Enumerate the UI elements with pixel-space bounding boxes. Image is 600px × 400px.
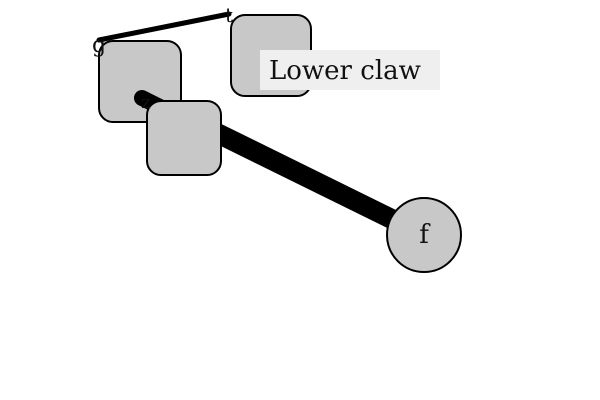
joint-mark-middle: z — [141, 92, 150, 113]
upper-link — [96, 11, 232, 43]
end-node-label: f — [419, 220, 431, 250]
caption-label: Lower claw — [260, 50, 440, 90]
joint-mark-right: t — [225, 3, 233, 27]
end-node[interactable] — [386, 197, 462, 273]
caption-text: Lower claw — [269, 56, 421, 86]
middle-box[interactable] — [146, 100, 222, 176]
joint-mark-left: g — [92, 33, 106, 58]
caption-background — [260, 50, 440, 90]
